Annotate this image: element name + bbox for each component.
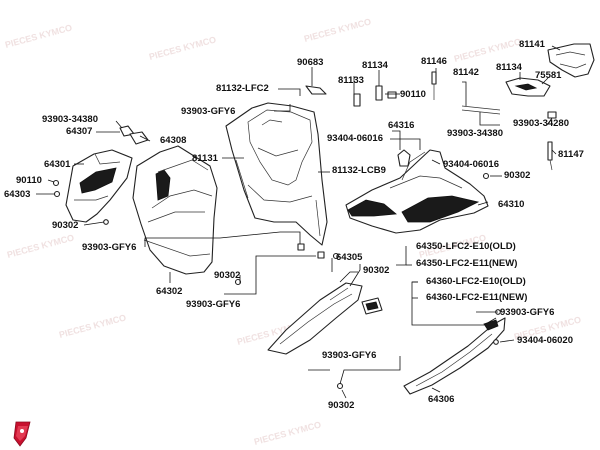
leader-lines [36,45,561,399]
watermark-text: PIECES KYMCO [453,36,522,64]
label-64301: 64301 [44,159,71,170]
label-90302: 90302 [328,400,354,411]
label-64306: 64306 [428,394,454,405]
label-81146: 81146 [421,56,447,67]
label-64303: 64303 [4,189,30,200]
watermark-text: PIECES KYMCO [58,312,127,340]
label-90302: 90302 [363,265,389,276]
part-64302 [132,145,218,275]
watermark-text: PIECES KYMCO [6,232,75,260]
label-81132-lcb9: 81132-LCB9 [332,165,386,176]
kymco-logo-icon [13,421,31,447]
label-64350-old: 64350-LFC2-E10(OLD) [416,241,516,252]
label-81132-lfc2: 81132-LFC2 [216,83,269,94]
label-81141: 81141 [519,39,546,50]
part-81141 [547,43,595,78]
label-90302: 90302 [504,170,530,181]
label-93903-34380: 93903-34380 [42,114,98,125]
label-81134: 81134 [496,62,523,73]
part-81131 [225,102,328,246]
label-81134: 81134 [362,60,389,71]
watermark-text: PIECES KYMCO [148,34,217,62]
label-90302: 90302 [52,220,78,231]
label-93903-34380: 93903-34380 [447,128,503,139]
label-90302: 90302 [214,270,240,281]
label-81133: 81133 [338,75,364,86]
label-93404-06020: 93404-06020 [517,335,573,346]
part-81142 [505,77,551,97]
label-81142: 81142 [453,67,479,78]
label-64316: 64316 [388,120,414,131]
watermark-text: PIECES KYMCO [303,16,372,44]
hardware [52,71,557,390]
part-64305 [267,282,363,355]
label-93903-gfy6: 93903-GFY6 [82,242,136,253]
label-64305: 64305 [336,252,363,263]
label-93903-gfy6: 93903-GFY6 [186,299,240,310]
label-64360-new: 64360-LFC2-E11(NEW) [426,292,527,303]
label-75581: 75581 [535,70,562,81]
label-81147: 81147 [558,149,584,160]
part-64316 [397,149,411,167]
label-90110: 90110 [400,89,426,100]
part-64350 [361,297,383,315]
label-64360-old: 64360-LFC2-E10(OLD) [426,276,526,287]
label-81131: 81131 [192,153,219,164]
part-64301 [65,149,133,223]
label-90110: 90110 [16,175,42,186]
label-64307: 64307 [66,126,92,137]
label-93903-gfy6: 93903-GFY6 [500,307,554,318]
part-64360 [403,317,506,395]
label-93903-34280: 93903-34280 [513,118,569,129]
watermark-text: PIECES KYMCO [4,22,73,50]
label-93903-gfy6: 93903-GFY6 [181,106,235,117]
part-64310 [345,149,489,234]
part-labels: 81141 90683 81134 81146 81142 81134 7558… [4,39,584,411]
label-64308: 64308 [160,135,186,146]
label-64310: 64310 [498,199,524,210]
label-93903-gfy6: 93903-GFY6 [322,350,376,361]
label-64350-new: 64350-LFC2-E11(NEW) [416,258,517,269]
label-64302: 64302 [156,286,182,297]
label-93404-06016: 93404-06016 [327,133,383,144]
watermark-text: PIECES KYMCO [253,419,322,447]
label-93404-06016: 93404-06016 [443,159,499,170]
label-90683: 90683 [297,57,323,68]
